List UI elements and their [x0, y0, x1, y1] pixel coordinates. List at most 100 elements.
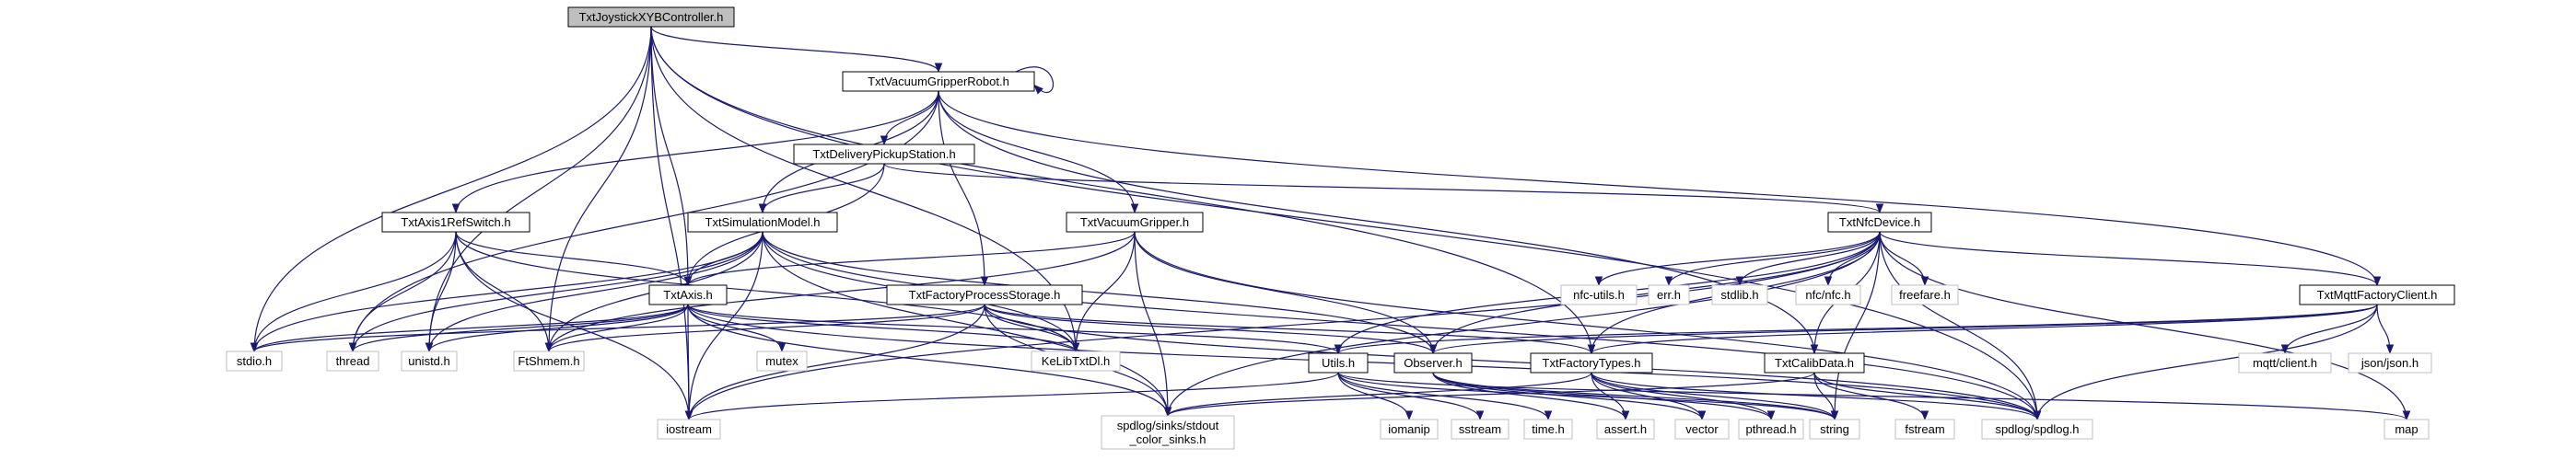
node-fps[interactable]: TxtFactoryProcessStorage.h	[886, 284, 1083, 305]
edge-ftypes-to-asserth	[1591, 372, 1630, 421]
node-label: freefare.h	[1899, 288, 1951, 302]
node-label: nfc/nfc.h	[1805, 288, 1850, 302]
node-box	[1308, 352, 1369, 374]
node-box	[1451, 419, 1509, 440]
node-errh: err.h	[1648, 284, 1690, 305]
node-jsonh: json/json.h	[2348, 352, 2432, 374]
node-pthread: pthread.h	[1738, 419, 1804, 440]
edge-ftypes-to-colorsinks	[1163, 372, 1592, 418]
node-label: vector	[1685, 422, 1719, 436]
edge-fps-to-kelib	[984, 304, 1080, 353]
edge-vg-to-ftshmem	[544, 231, 1136, 353]
node-box	[1393, 352, 1473, 374]
node-sim[interactable]: TxtSimulationModel.h	[687, 212, 838, 233]
node-label: TxtFactoryTypes.h	[1543, 356, 1641, 370]
node-box	[1523, 419, 1573, 440]
node-vg[interactable]: TxtVacuumGripper.h	[1066, 212, 1204, 233]
edge-dps-to-sim	[758, 163, 885, 214]
node-label: iomanip	[1388, 422, 1430, 436]
node-label: FtShmem.h	[518, 354, 579, 368]
edge-vgr-to-a1rs	[451, 90, 939, 214]
node-asserth: assert.h	[1596, 419, 1655, 440]
node-box	[401, 351, 458, 372]
node-dps[interactable]: TxtDeliveryPickupStation.h	[793, 144, 975, 165]
node-ftshmem: FtShmem.h	[513, 351, 585, 372]
node-label: assert.h	[1604, 422, 1647, 436]
edge-vg-to-obs	[1134, 231, 1438, 355]
node-timeh: time.h	[1523, 419, 1573, 440]
edge-root-to-unistd	[425, 26, 652, 353]
node-box	[2348, 352, 2432, 374]
node-box	[648, 284, 728, 305]
edge-fps-to-spdlog	[984, 304, 2042, 421]
edge-ftypes-to-vector	[1591, 372, 1707, 421]
node-box	[1674, 419, 1730, 440]
node-label: spdlog/sinks/stdout	[1117, 419, 1219, 432]
node-label: fstream	[1905, 422, 1944, 436]
edge-nfc-to-map	[1879, 231, 2411, 421]
node-mqtt[interactable]: TxtMqttFactoryClient.h	[2299, 284, 2455, 305]
edge-vgr-to-fps	[938, 90, 989, 287]
edge-fps-to-iostream	[684, 304, 985, 421]
node-label: nfc-utils.h	[1573, 288, 1625, 302]
edge-nfc-to-nfcutils	[1594, 231, 1881, 287]
node-box	[1795, 284, 1861, 305]
node-root[interactable]: TxtJoystickXYBController.h	[567, 6, 735, 28]
node-obs[interactable]: Observer.h	[1393, 352, 1473, 374]
edge-calib-to-fstream	[1813, 372, 1929, 421]
node-label: Observer.h	[1404, 356, 1463, 370]
node-box	[567, 6, 735, 28]
node-label: time.h	[1532, 422, 1564, 436]
node-box	[687, 212, 838, 233]
edge-a1rs-to-axis	[455, 231, 693, 287]
edge-axis-to-mutex	[687, 304, 787, 353]
node-thread: thread	[326, 351, 379, 372]
node-label: map	[2395, 422, 2418, 436]
edge-fps-to-ftypes	[984, 304, 1596, 355]
edge-vgr-to-dps	[880, 90, 939, 146]
node-ftypes[interactable]: TxtFactoryTypes.h	[1530, 352, 1653, 374]
node-spdlog: spdlog/spdlog.h	[1981, 419, 2093, 440]
node-label: TxtVacuumGripperRobot.h	[868, 75, 1009, 88]
edge-root-to-axis	[650, 26, 693, 287]
node-unistd: unistd.h	[401, 351, 458, 372]
node-label: spdlog/spdlog.h	[1995, 422, 2079, 436]
node-stdlib: stdlib.h	[1711, 284, 1768, 305]
node-box	[2384, 419, 2430, 440]
node-axis[interactable]: TxtAxis.h	[648, 284, 728, 305]
node-colorsinks: spdlog/sinks/stdout_color_sinks.h	[1101, 415, 1235, 450]
node-utils[interactable]: Utils.h	[1308, 352, 1369, 374]
edge-a1rs-to-iostream	[455, 231, 694, 421]
edge-mqtt-to-utils	[1335, 304, 2378, 355]
node-nfc[interactable]: TxtNfcDevice.h	[1827, 212, 1932, 233]
node-box	[1031, 351, 1121, 372]
edge-mqtt-to-ftypes	[1587, 304, 2378, 355]
node-label: json/json.h	[2360, 356, 2419, 370]
nodes-layer: TxtJoystickXYBController.hTxtVacuumGripp…	[226, 6, 2455, 450]
edge-a1rs-to-unistd	[425, 231, 457, 353]
node-label: TxtVacuumGripper.h	[1080, 215, 1189, 229]
node-kelib: KeLibTxtDl.h	[1031, 351, 1121, 372]
edge-axis-to-stdio	[250, 304, 689, 353]
node-a1rs[interactable]: TxtAxis1RefSwitch.h	[381, 212, 530, 233]
node-map: map	[2384, 419, 2430, 440]
edge-obs-to-vector	[1432, 372, 1707, 421]
node-vector: vector	[1674, 419, 1730, 440]
node-label: mutex	[765, 354, 798, 368]
node-label: thread	[336, 354, 370, 368]
edge-nfc-to-string	[1830, 231, 1881, 421]
edge-axis-to-colorsinks	[687, 304, 1172, 418]
edge-sim-to-thread	[348, 231, 763, 353]
node-vgr[interactable]: TxtVacuumGripperRobot.h	[842, 71, 1035, 92]
node-calib[interactable]: TxtCalibData.h	[1764, 352, 1865, 374]
node-stdio: stdio.h	[226, 351, 283, 372]
node-label: stdio.h	[237, 354, 272, 368]
node-freefare: freefare.h	[1891, 284, 1959, 305]
node-label: TxtSimulationModel.h	[705, 215, 821, 229]
edge-sim-to-spdlog	[762, 231, 2042, 421]
node-box	[1530, 352, 1653, 374]
edge-axis-to-thread	[348, 304, 689, 353]
node-label: Utils.h	[1322, 356, 1355, 370]
node-box	[1560, 284, 1638, 305]
